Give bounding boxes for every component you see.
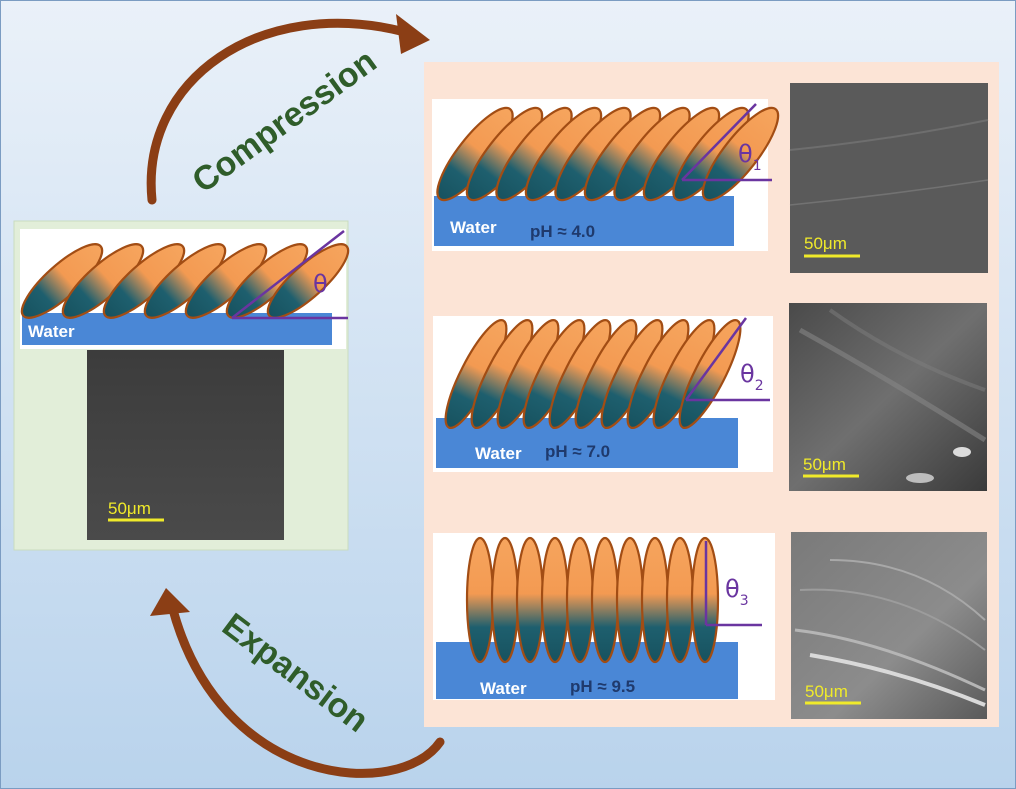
bam-image <box>789 303 987 491</box>
ph-label: pH ≈ 9.5 <box>570 677 635 696</box>
initial-bam-image: 50μm <box>87 350 284 540</box>
molecule <box>565 536 595 664</box>
molecule <box>465 536 495 664</box>
water-label: Water <box>480 679 527 698</box>
scale-bar-label: 50μm <box>108 499 151 518</box>
water-label: Water <box>450 218 497 237</box>
molecule <box>640 536 670 664</box>
molecule <box>665 536 695 664</box>
theta-label: θ <box>313 270 328 298</box>
ph-label: pH ≈ 7.0 <box>545 442 610 461</box>
arrow-head <box>396 14 430 54</box>
expansion-arrow <box>150 588 445 778</box>
state-1-bam-image: 50μm <box>789 83 989 273</box>
scale-bar-label: 50μm <box>805 682 848 701</box>
theta-label: θ1 <box>738 140 762 174</box>
angle-line-tilt <box>231 230 345 319</box>
state-3-schematic: Water pH ≈ 9.5 θ3 <box>436 536 762 699</box>
water-label: Water <box>28 322 75 341</box>
scale-bar-label: 50μm <box>804 234 847 253</box>
molecule <box>701 106 780 202</box>
molecule <box>590 536 620 664</box>
molecule-row <box>465 536 720 664</box>
initial-schematic: Water θ <box>20 230 350 345</box>
ph-label: pH ≈ 4.0 <box>530 222 595 241</box>
molecule <box>540 536 570 664</box>
water-label: Water <box>475 444 522 463</box>
molecule <box>490 536 520 664</box>
compression-arrow <box>146 14 430 205</box>
state-3-bam-image: 50μm <box>791 532 987 719</box>
bam-image <box>87 350 284 540</box>
state-2-schematic: Water pH ≈ 7.0 θ2 <box>436 317 770 468</box>
water-subphase <box>434 196 734 246</box>
angle-line-tilt <box>681 103 757 181</box>
molecule-row <box>444 319 742 429</box>
molecule <box>615 536 645 664</box>
angle-line-tilt <box>684 317 748 401</box>
molecule <box>515 536 545 664</box>
molecule-row <box>20 243 350 319</box>
molecule <box>266 243 350 319</box>
state-2-bam-image: 50μm <box>789 303 987 491</box>
bam-image <box>790 83 988 273</box>
theta-label: θ3 <box>725 575 749 609</box>
state-1-schematic: Water pH ≈ 4.0 θ1 <box>434 103 780 246</box>
arrow-head <box>150 588 190 616</box>
theta-label: θ2 <box>740 360 764 394</box>
bam-image <box>791 532 987 719</box>
scale-bar-label: 50μm <box>803 455 846 474</box>
